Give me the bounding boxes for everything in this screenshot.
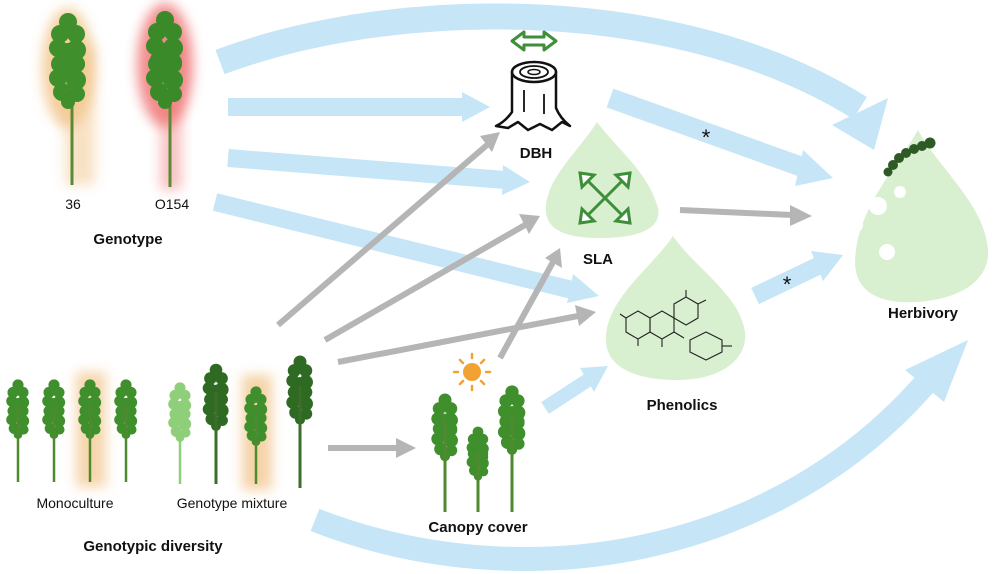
label-genotype-36: 36 [65,196,81,212]
significance-dbh-herbivory: * [702,125,711,150]
grey-arrow-canopy-to-sla [497,248,562,360]
blue-arrow-genotype-to-dbh [228,92,490,122]
expand-arrows-icon [578,171,632,225]
sla-leaf-icon [545,122,659,238]
tree-stump-icon [494,60,572,132]
label-sla: SLA [583,251,613,268]
flavonoid-molecule-icon [619,290,732,361]
blue-arrow-genotype-to-phenolics [212,193,599,303]
blue-arrow-genotype-to-sla [227,149,530,195]
label-genotype: Genotype [93,231,162,248]
grey-arrow-diversity-to-phenolics [337,305,596,365]
significance-phenolics-herbivory: * [783,272,792,297]
blue-arrow-genotype-to-herbivory [215,3,888,150]
grey-arrow-diversity-to-sla [323,214,540,343]
label-dbh: DBH [520,145,553,162]
grey-arrow-diversity-to-dbh [276,132,500,328]
trees-monoculture [6,372,138,487]
blue-arrow-diversity-to-herbivory [310,340,968,571]
label-genotype-mixture: Genotype mixture [177,495,288,511]
label-genotype-o154: O154 [155,196,189,212]
sun-icon [452,352,492,392]
grey-arrows [276,132,812,458]
label-herbivory: Herbivory [888,305,959,322]
label-phenolics: Phenolics [647,397,718,414]
herbivory-leaf-icon [849,130,989,303]
label-canopy-cover: Canopy cover [428,519,527,536]
label-monoculture: Monoculture [36,495,113,511]
grey-arrow-sla-to-herbivory [679,205,812,226]
tree-genotype-36 [42,8,95,185]
label-genotypic-diversity: Genotypic diversity [83,538,223,555]
grey-arrow-diversity-to-canopy [328,438,416,458]
tree-genotype-o154 [137,3,193,190]
blue-arrow-dbh-to-herbivory [606,88,833,186]
trees-genotype-mixture [168,355,313,490]
phenolics-leaf-icon [605,236,746,380]
trees-canopy-cover [431,385,526,512]
blue-arrow-canopy-to-phenolics [541,366,608,414]
width-arrow-icon [510,30,558,52]
caterpillar-icon [883,137,936,177]
blue-arrow-phenolics-to-herbivory [751,251,843,305]
